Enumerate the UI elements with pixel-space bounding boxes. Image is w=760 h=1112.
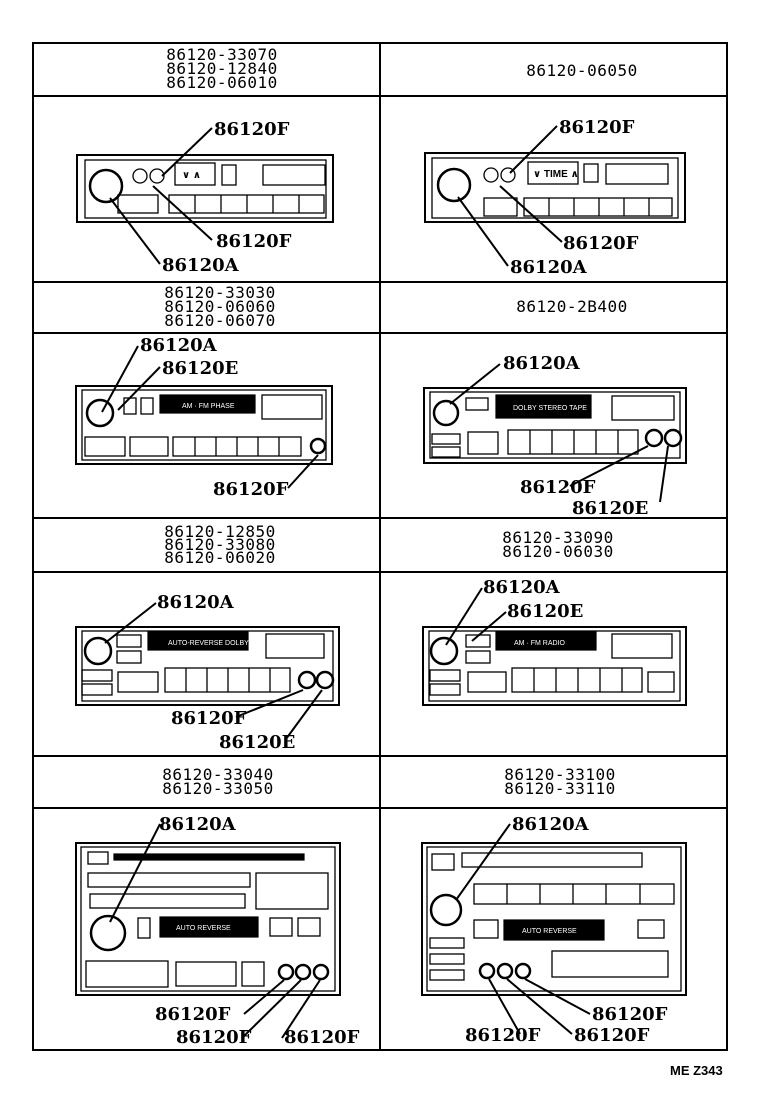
cell-2-header: 86120-06050 xyxy=(526,61,637,80)
radio-unit-8: AUTO REVERSE xyxy=(421,842,687,996)
leader-lines-8 xyxy=(455,823,591,1035)
svg-text:AUTO REVERSE: AUTO REVERSE xyxy=(176,925,231,932)
callout-label: 86120A xyxy=(162,255,240,276)
leader-lines-1 xyxy=(109,127,213,265)
callout-label: 86120F xyxy=(465,1025,541,1046)
radio-unit-7: AUTO REVERSE xyxy=(75,842,341,996)
table-grid xyxy=(32,42,728,1051)
callout-label: 86120F xyxy=(563,233,639,254)
svg-text:AM · FM PHASE: AM · FM PHASE xyxy=(182,403,235,410)
callout-label: 86120A xyxy=(140,335,218,356)
part-number: 86120-06030 xyxy=(502,542,613,561)
leader-lines-4 xyxy=(449,363,669,503)
callout-label: 86120F xyxy=(559,117,635,138)
part-number: 86120-33090 xyxy=(502,528,613,547)
radio-unit-3: AM · FM PHASE xyxy=(75,385,333,465)
callout-label: 86120E xyxy=(219,732,295,753)
cell-3-header: 86120-33030 86120-06060 86120-06070 xyxy=(164,283,275,330)
radio-unit-6: AM · FM RADIO xyxy=(422,626,687,706)
part-number: 86120-12850 xyxy=(164,522,275,541)
callout-label: 86120F xyxy=(284,1027,360,1048)
leader-lines-7 xyxy=(109,823,321,1039)
callout-label: 86120A xyxy=(483,577,561,598)
callout-label: 86120E xyxy=(572,498,648,519)
cell-4-header: 86120-2B400 xyxy=(516,297,627,316)
drawing-code: ME Z343 xyxy=(670,1063,723,1078)
cell-7-header: 86120-33040 86120-33050 xyxy=(162,765,273,798)
callout-label: 86120F xyxy=(214,119,290,140)
callout-label: 86120F xyxy=(592,1004,668,1025)
part-number: 86120-33030 xyxy=(164,283,275,302)
callout-label: 86120F xyxy=(155,1004,231,1025)
cell-1-header: 86120-33070 86120-12840 86120-06010 xyxy=(166,45,277,92)
svg-text:∨ TIME ∧: ∨ TIME ∧ xyxy=(533,169,579,180)
callout-label: 86120F xyxy=(213,479,289,500)
radio-unit-4: DOLBY STEREO TAPE xyxy=(423,387,687,464)
cell-6-header: 86120-33090 86120-06030 xyxy=(502,528,613,561)
leader-lines-3 xyxy=(101,345,319,489)
cell-5-header: 86120-12850 86120-33080 86120-06020 xyxy=(164,522,275,567)
callout-label: 86120F xyxy=(176,1027,252,1048)
callout-label: 86120A xyxy=(503,353,581,374)
callout-label: 86120E xyxy=(162,358,238,379)
callout-label: 86120F xyxy=(216,231,292,252)
svg-text:DOLBY STEREO TAPE: DOLBY STEREO TAPE xyxy=(513,405,587,412)
leader-lines-5 xyxy=(104,602,323,740)
part-number: 86120-33050 xyxy=(162,779,273,798)
callout-label: 86120A xyxy=(510,257,588,278)
callout-label: 86120F xyxy=(520,477,596,498)
part-number: 86120-33040 xyxy=(162,765,273,784)
leader-lines-2 xyxy=(457,125,563,267)
callout-label: 86120F xyxy=(171,708,247,729)
cell-8-header: 86120-33100 86120-33110 xyxy=(504,765,615,798)
callout-label: 86120F xyxy=(574,1025,650,1046)
part-number: 86120-06050 xyxy=(526,61,637,80)
part-number: 86120-06010 xyxy=(166,73,277,92)
svg-text:AUTO REVERSE: AUTO REVERSE xyxy=(522,928,577,935)
callout-label: 86120A xyxy=(157,592,235,613)
part-number: 86120-33100 xyxy=(504,765,615,784)
callout-label: 86120A xyxy=(159,814,237,835)
svg-text:∨ ∧: ∨ ∧ xyxy=(182,170,201,181)
part-number: 86120-06060 xyxy=(164,297,275,316)
callout-label: 86120A xyxy=(512,814,590,835)
part-number: 86120-33110 xyxy=(504,779,615,798)
svg-text:AUTO-REVERSE DOLBY: AUTO-REVERSE DOLBY xyxy=(168,640,249,647)
svg-text:AM · FM RADIO: AM · FM RADIO xyxy=(514,640,565,647)
radio-unit-1: ∨ ∧ xyxy=(76,154,334,223)
callout-label: 86120E xyxy=(507,601,583,622)
part-number: 86120-06020 xyxy=(164,548,275,567)
radio-unit-5: AUTO-REVERSE DOLBY xyxy=(75,626,340,706)
part-number: 86120-12840 xyxy=(166,59,277,78)
leader-lines-6 xyxy=(445,587,507,646)
part-number: 86120-06070 xyxy=(164,311,275,330)
part-number: 86120-33080 xyxy=(164,535,275,554)
part-number: 86120-33070 xyxy=(166,45,277,64)
radio-unit-2: ∨ TIME ∧ xyxy=(424,152,686,223)
part-number: 86120-2B400 xyxy=(516,297,627,316)
